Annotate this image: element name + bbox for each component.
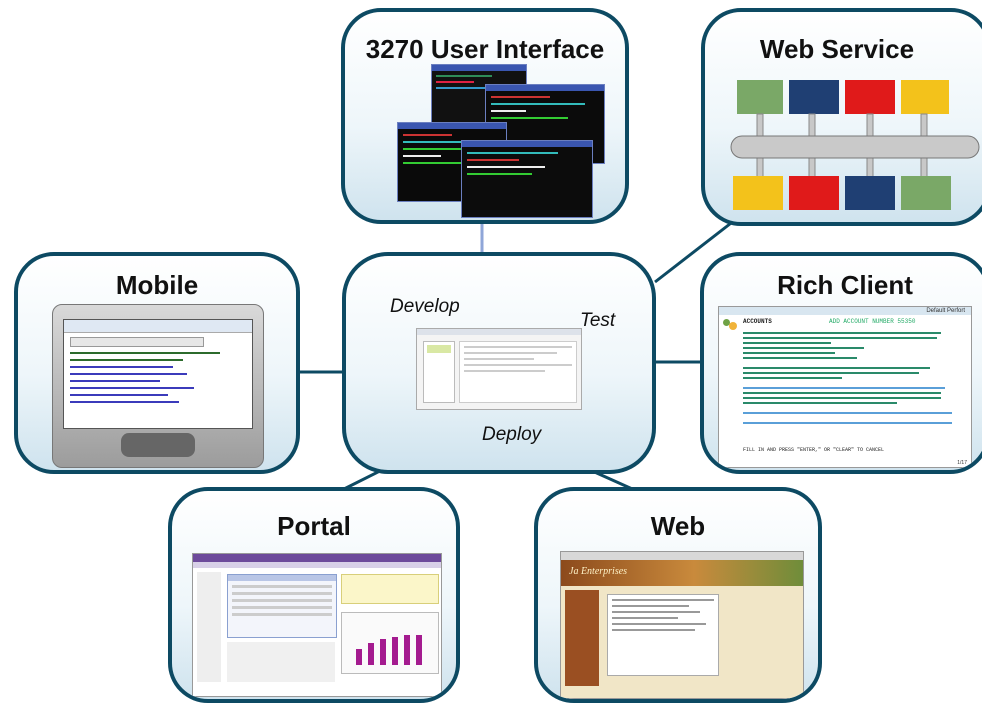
users-icon — [723, 319, 739, 333]
form-rows — [743, 329, 963, 427]
node-webservice-title: Web Service — [759, 34, 915, 64]
service-blocks-top — [737, 80, 949, 114]
bus-pipe — [730, 135, 980, 159]
node-portal: Portal — [168, 487, 460, 703]
rich-client-header: Default Perfort — [719, 307, 971, 315]
node-web: Web Ja Enterprises — [534, 487, 822, 703]
web-screen: Ja Enterprises — [560, 551, 804, 699]
web-banner-text: Ja Enterprises — [569, 566, 628, 577]
node-mobile: Mobile — [14, 252, 300, 474]
rich-client-heading-left: ACCOUNTS — [743, 318, 772, 325]
rich-client-page: 1/17 — [957, 460, 967, 466]
node-richclient-title: Rich Client — [777, 270, 913, 300]
label-develop: Develop — [390, 296, 460, 317]
service-blocks-bottom — [733, 176, 951, 210]
mobile-device-image — [52, 304, 264, 468]
node-mobile-title: Mobile — [115, 270, 199, 300]
connector-webservice — [654, 218, 736, 284]
node-3270-ui: 3270 User Interface — [341, 8, 629, 224]
label-deploy: Deploy — [482, 424, 542, 445]
label-test: Test — [580, 310, 616, 331]
rich-client-screen: Default Perfort ACCOUNTS ADD ACCOUNT NUM… — [718, 306, 972, 468]
node-portal-title: Portal — [277, 511, 351, 541]
node-center: Develop Test Deploy — [342, 252, 656, 474]
portal-screen — [192, 553, 442, 697]
rich-client-footer: FILL IN AND PRESS "ENTER," OR "CLEAR" TO… — [743, 447, 885, 453]
node-web-service: Web Service — [701, 8, 982, 226]
rich-client-heading-right: ADD ACCOUNT NUMBER 55350 — [829, 318, 916, 325]
node-web-title: Web — [650, 511, 706, 541]
node-3270-title: 3270 User Interface — [365, 34, 605, 64]
ide-screenshot — [416, 328, 582, 410]
node-rich-client: Rich Client Default Perfort ACCOUNTS ADD… — [700, 252, 982, 474]
service-bus-image — [730, 80, 980, 210]
